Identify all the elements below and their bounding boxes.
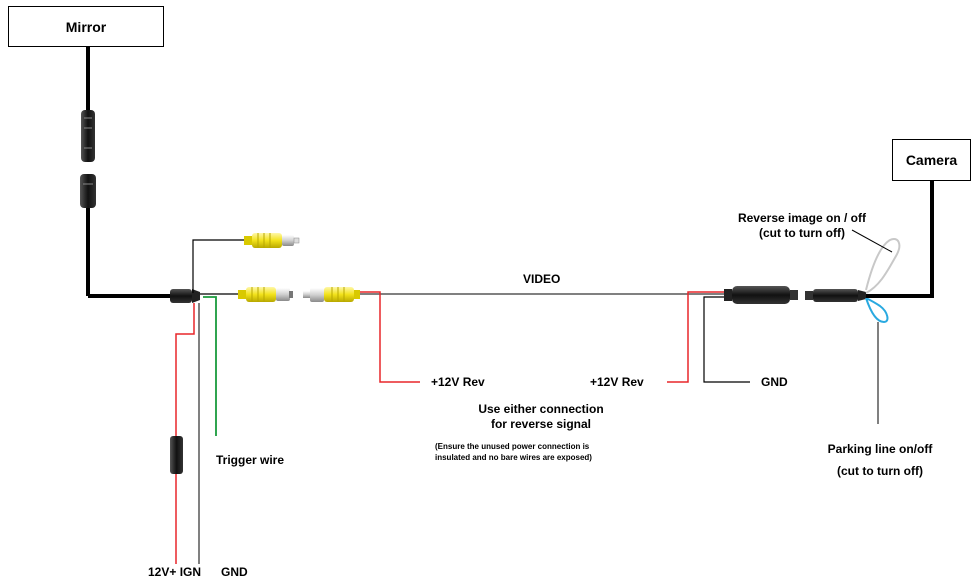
reverse-image-pointer — [851, 229, 893, 253]
ensure-note: (Ensure the unused power connection is i… — [435, 441, 592, 463]
parking-line-label: Parking line on/off (cut to turn off) — [800, 438, 960, 482]
video-label: VIDEO — [523, 272, 561, 286]
reverse-image-label: Reverse image on / off (cut to turn off) — [700, 211, 904, 241]
parking-line1: Parking line on/off — [827, 442, 933, 456]
ign-label: 12V+ IGN — [148, 565, 202, 579]
ensure-line1: (Ensure the unused power connection is — [435, 442, 590, 451]
gnd-wire-right — [703, 296, 750, 383]
either-connection-note: Use either connection for reverse signal — [432, 402, 650, 432]
trigger-wire — [203, 296, 217, 436]
gnd-bottom-label: GND — [221, 565, 248, 579]
camera-box: Camera — [892, 139, 971, 181]
upper-rca-plug — [244, 233, 300, 248]
mirror-cable — [80, 46, 172, 298]
camera-cable — [866, 181, 934, 298]
rev-left-label: +12V Rev — [431, 375, 485, 389]
mirror-label: Mirror — [65, 18, 107, 35]
either-line2: for reverse signal — [490, 417, 592, 431]
ign-fuse-holder — [170, 436, 183, 474]
reverse-image-line2: (cut to turn off) — [759, 226, 845, 240]
mirror-connector-bottom — [80, 174, 96, 208]
reverse-image-loop — [865, 238, 901, 294]
mirror-connector-top — [81, 110, 95, 162]
camera-inline-connector — [724, 286, 866, 304]
gnd-right-label: GND — [761, 375, 788, 389]
rev-right-label: +12V Rev — [590, 375, 644, 389]
rev-wire-right — [667, 291, 726, 383]
ensure-line2: insulated and no bare wires are exposed) — [435, 453, 592, 462]
parking-line2: (cut to turn off) — [837, 464, 923, 478]
ign-wire-upper — [175, 303, 195, 436]
reverse-image-line1: Reverse image on / off — [737, 211, 867, 225]
junction-connector — [170, 289, 200, 303]
lower-rca-socket — [238, 287, 293, 302]
rev-wire-left — [360, 291, 420, 383]
mirror-box: Mirror — [8, 6, 164, 47]
trigger-wire-label: Trigger wire — [216, 453, 285, 467]
parking-line-loop — [865, 297, 889, 324]
upper-rca-lead — [192, 239, 244, 293]
either-line1: Use either connection — [478, 402, 604, 416]
camera-label: Camera — [905, 152, 958, 168]
video-rca-plug — [303, 287, 360, 302]
